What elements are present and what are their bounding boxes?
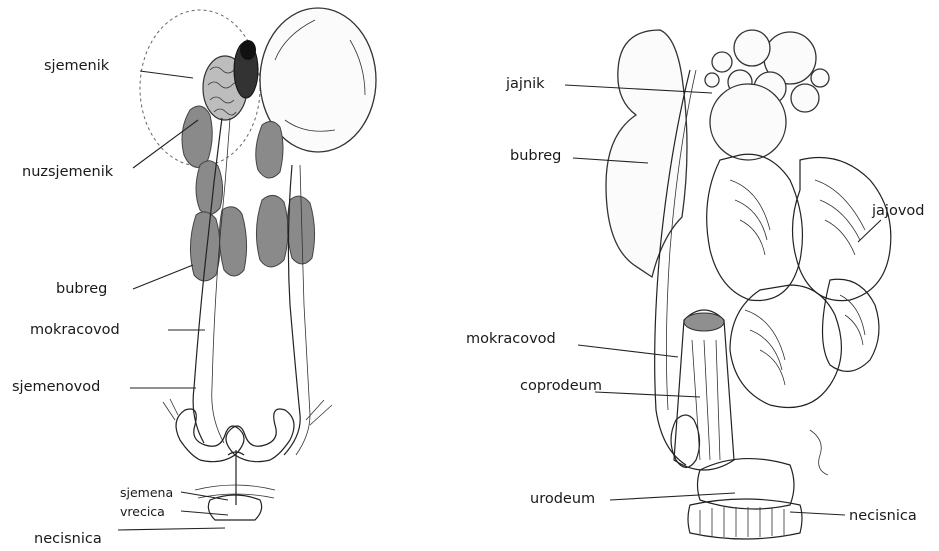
label-epididymis: nuzsjemenik <box>22 164 114 180</box>
label-male-kidney: bubreg <box>56 281 107 297</box>
label-vas-deferens: sjemenovod <box>12 379 100 395</box>
label-oviduct: jajovod <box>871 203 924 219</box>
left-kidney <box>182 106 212 167</box>
oviduct-coils <box>707 154 891 407</box>
male-cloaca <box>208 495 261 520</box>
label-ovary: jajnik <box>505 76 545 92</box>
label-female-ureter: mokracovod <box>466 331 556 347</box>
label-coprodeum: coprodeum <box>520 378 602 394</box>
female-kidney-outline <box>606 30 687 277</box>
label-female-cloaca: necisnica <box>849 508 917 524</box>
male-leader-lines <box>130 71 228 515</box>
label-male-ureter: mokracovod <box>30 322 120 338</box>
label-seminal-vesicle-2: vrecica <box>120 504 165 519</box>
label-male-cloaca: necisnica <box>34 531 102 547</box>
label-seminal-vesicle-1: sjemena <box>120 485 173 500</box>
female-cloaca <box>688 499 802 539</box>
right-kidney <box>256 121 283 178</box>
female-reproductive-illustration <box>606 30 891 539</box>
label-testis: sjemenik <box>44 58 110 74</box>
label-female-kidney: bubreg <box>510 148 561 164</box>
label-urodeum: urodeum <box>530 491 595 507</box>
ovary-follicles <box>705 30 829 160</box>
coprodeum-tube <box>674 310 734 470</box>
male-reproductive-illustration <box>140 8 376 520</box>
